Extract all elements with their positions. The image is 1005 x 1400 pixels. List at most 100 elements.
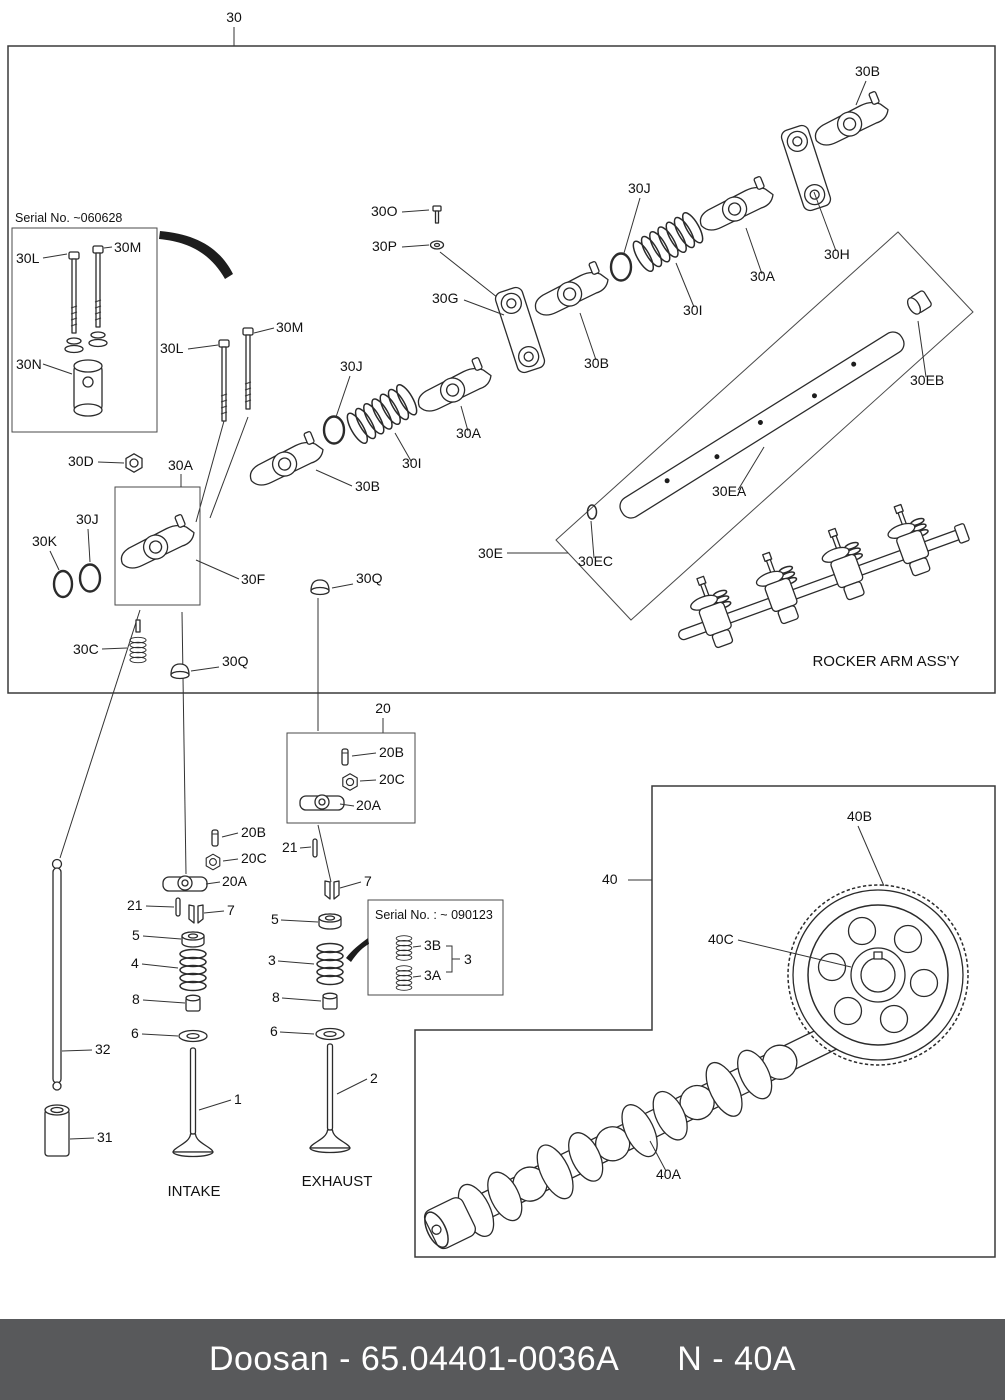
callout-30O: 30O <box>371 203 430 219</box>
callout-20C-box: 20C <box>359 771 405 787</box>
callout-30Q-b: 30Q <box>190 653 249 672</box>
shaft-30EA <box>619 331 905 519</box>
figure-40-camshaft-group: 40 <box>414 785 996 1258</box>
label-rocker-arm-assy: ROCKER ARM ASS'Y <box>812 653 959 670</box>
seal-8-exhaust <box>322 992 338 1010</box>
label-40C: 40C <box>708 931 734 947</box>
callout-1: 1 <box>198 1091 242 1111</box>
pointer-swoosh-serial1 <box>159 231 233 279</box>
callout-3-brace: 3 <box>446 945 472 973</box>
label-30L-main: 30L <box>160 340 184 356</box>
serial-callout-box-1: Serial No. ~060628 30L 30M <box>11 211 158 433</box>
spring-3B <box>395 935 413 961</box>
callout-6-exhaust: 6 <box>270 1023 315 1039</box>
callout-30H: 30H <box>813 191 850 262</box>
callout-30A-top: 30A <box>745 227 776 284</box>
callout-21-box: 21 <box>282 839 312 855</box>
label-30EA: 30EA <box>712 483 747 499</box>
label-fig-20: 20 <box>375 700 391 716</box>
label-exhaust: EXHAUST <box>302 1173 373 1190</box>
pushrod-32 <box>51 858 63 1091</box>
setscrew-20B-intake <box>211 829 219 847</box>
callout-30D: 30D <box>68 453 125 469</box>
label-30D: 30D <box>68 453 94 469</box>
callout-3B: 3B <box>412 937 441 953</box>
bolt-30L <box>218 339 230 422</box>
label-serial2: Serial No. : ~ 090123 <box>375 908 493 922</box>
callout-30K: 30K <box>32 533 60 571</box>
callout-8-exhaust: 8 <box>272 989 322 1005</box>
label-30I-top: 30I <box>683 302 702 318</box>
label-30G: 30G <box>432 290 458 306</box>
label-30Q-a: 30Q <box>356 570 383 586</box>
footer-part-number: Doosan - 65.04401-0036A <box>208 1340 620 1378</box>
label-8-exhaust: 8 <box>272 989 280 1005</box>
figure-20-valve-group: 20 20B 20C 20A 21 <box>44 700 504 1200</box>
label-30J-low: 30J <box>76 511 99 527</box>
tappet-31 <box>44 1104 70 1157</box>
label-6-exhaust: 6 <box>270 1023 278 1039</box>
label-30M: 30M <box>114 239 141 255</box>
label-fig-30: 30 <box>226 9 242 25</box>
callout-30N: 30N <box>16 356 73 375</box>
seat-5-intake <box>181 931 205 948</box>
label-30A-low: 30A <box>168 457 194 473</box>
plug-30EB <box>906 290 932 315</box>
cap-30Q-a <box>310 579 330 596</box>
label-30EB: 30EB <box>910 372 944 388</box>
label-7-intake: 7 <box>227 902 235 918</box>
label-30J-mid: 30J <box>340 358 363 374</box>
callout-31: 31 <box>69 1129 113 1145</box>
callout-30J-low: 30J <box>76 511 99 563</box>
detail-box-30A <box>114 486 201 606</box>
callout-32: 32 <box>61 1041 111 1057</box>
ring-30EC <box>586 504 598 520</box>
callout-20C-intake: 20C <box>222 850 267 866</box>
callout-40A: 40A <box>649 1140 682 1182</box>
spring-30I-mid <box>342 381 422 447</box>
pin-21-box <box>312 838 318 858</box>
label-intake: INTAKE <box>167 1183 220 1200</box>
rocker-arm-30B-mid <box>526 258 613 320</box>
pointer-swoosh-serial2 <box>346 938 369 962</box>
callout-3A: 3A <box>412 967 442 983</box>
label-30A-top: 30A <box>750 268 776 284</box>
ring-30J-mid <box>322 415 346 445</box>
label-40: 40 <box>602 871 618 887</box>
callout-30G: 30G <box>432 290 505 316</box>
callout-21-intake: 21 <box>127 897 175 913</box>
label-32: 32 <box>95 1041 111 1057</box>
label-30EC: 30EC <box>578 553 613 569</box>
label-30J-top: 30J <box>628 180 651 196</box>
setscrew-20B-box <box>341 748 349 766</box>
ring-30J-top <box>609 252 633 282</box>
nut-20C-box <box>342 773 358 791</box>
detail-box-20 <box>286 732 416 824</box>
shaft-box-30E <box>555 231 974 621</box>
label-5-intake: 5 <box>132 927 140 943</box>
label-40A: 40A <box>656 1166 682 1182</box>
callout-30M-main: 30M <box>253 319 303 335</box>
figure-30-border <box>7 45 996 694</box>
callout-20A-intake: 20A <box>205 873 248 889</box>
callout-30J-top: 30J <box>623 180 651 254</box>
callout-40: 40 <box>602 871 652 887</box>
rocker-arm-30B-top <box>806 88 893 150</box>
parts-diagram: 30 Serial No. ~060628 30L <box>7 9 996 1258</box>
callout-20B-intake: 20B <box>221 824 266 840</box>
callout-20B-box: 20B <box>351 744 404 760</box>
rocker-arm-30A-top <box>691 173 778 235</box>
callout-30B-low: 30B <box>315 469 380 494</box>
callout-30J-mid: 30J <box>335 358 363 418</box>
label-40B: 40B <box>847 808 872 824</box>
label-3: 3 <box>464 951 472 967</box>
collets-7-intake <box>188 904 204 924</box>
label-30B-mid: 30B <box>584 355 609 371</box>
nut-20C-intake <box>205 853 221 871</box>
callout-30L-serial: 30L <box>16 250 68 266</box>
seat-5-exhaust <box>318 913 342 930</box>
spring-3-exhaust <box>316 942 344 986</box>
valve-2-exhaust <box>309 1043 351 1154</box>
label-30K: 30K <box>32 533 58 549</box>
label-30M-main: 30M <box>276 319 303 335</box>
